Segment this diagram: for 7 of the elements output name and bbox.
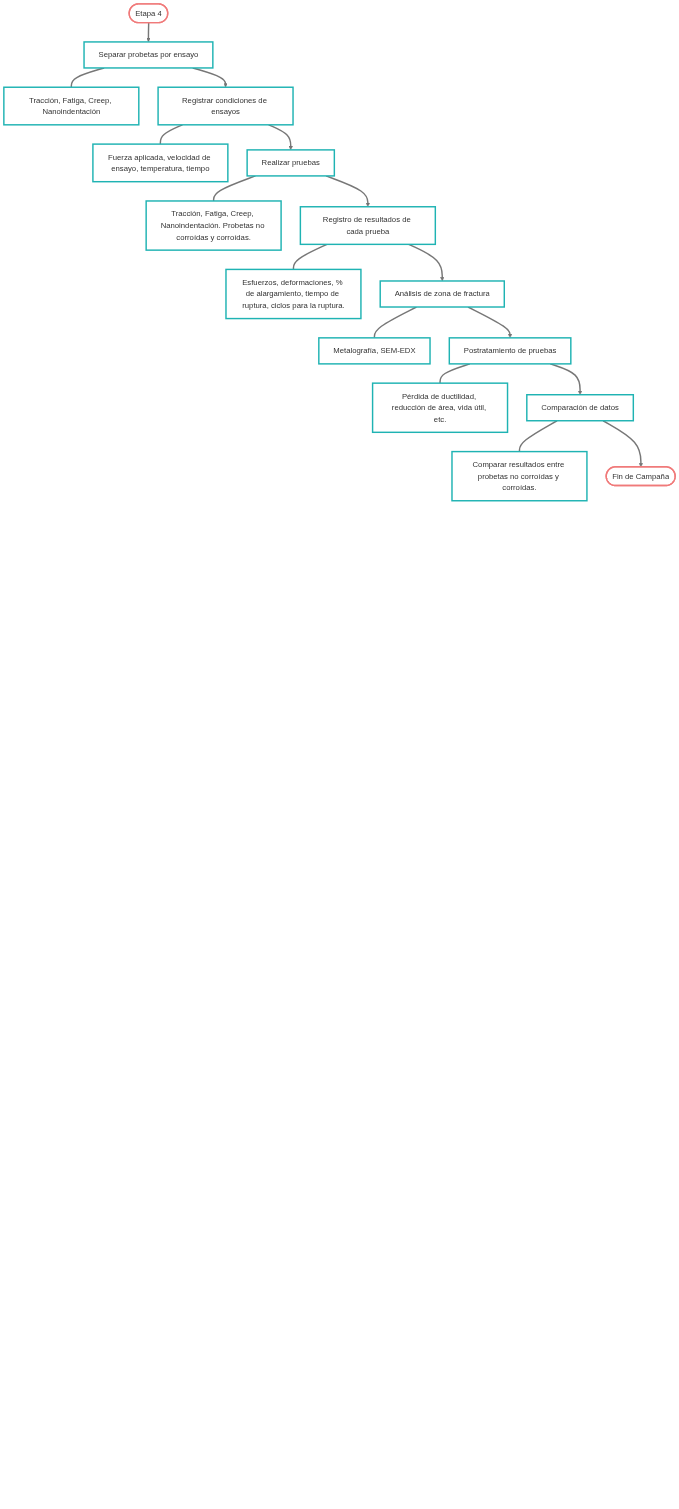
arrow <box>408 243 445 282</box>
connector <box>292 243 328 271</box>
arrow <box>192 67 228 88</box>
arrow <box>325 175 370 207</box>
arrow <box>467 306 513 339</box>
connector <box>518 420 558 453</box>
arrow <box>602 420 643 468</box>
